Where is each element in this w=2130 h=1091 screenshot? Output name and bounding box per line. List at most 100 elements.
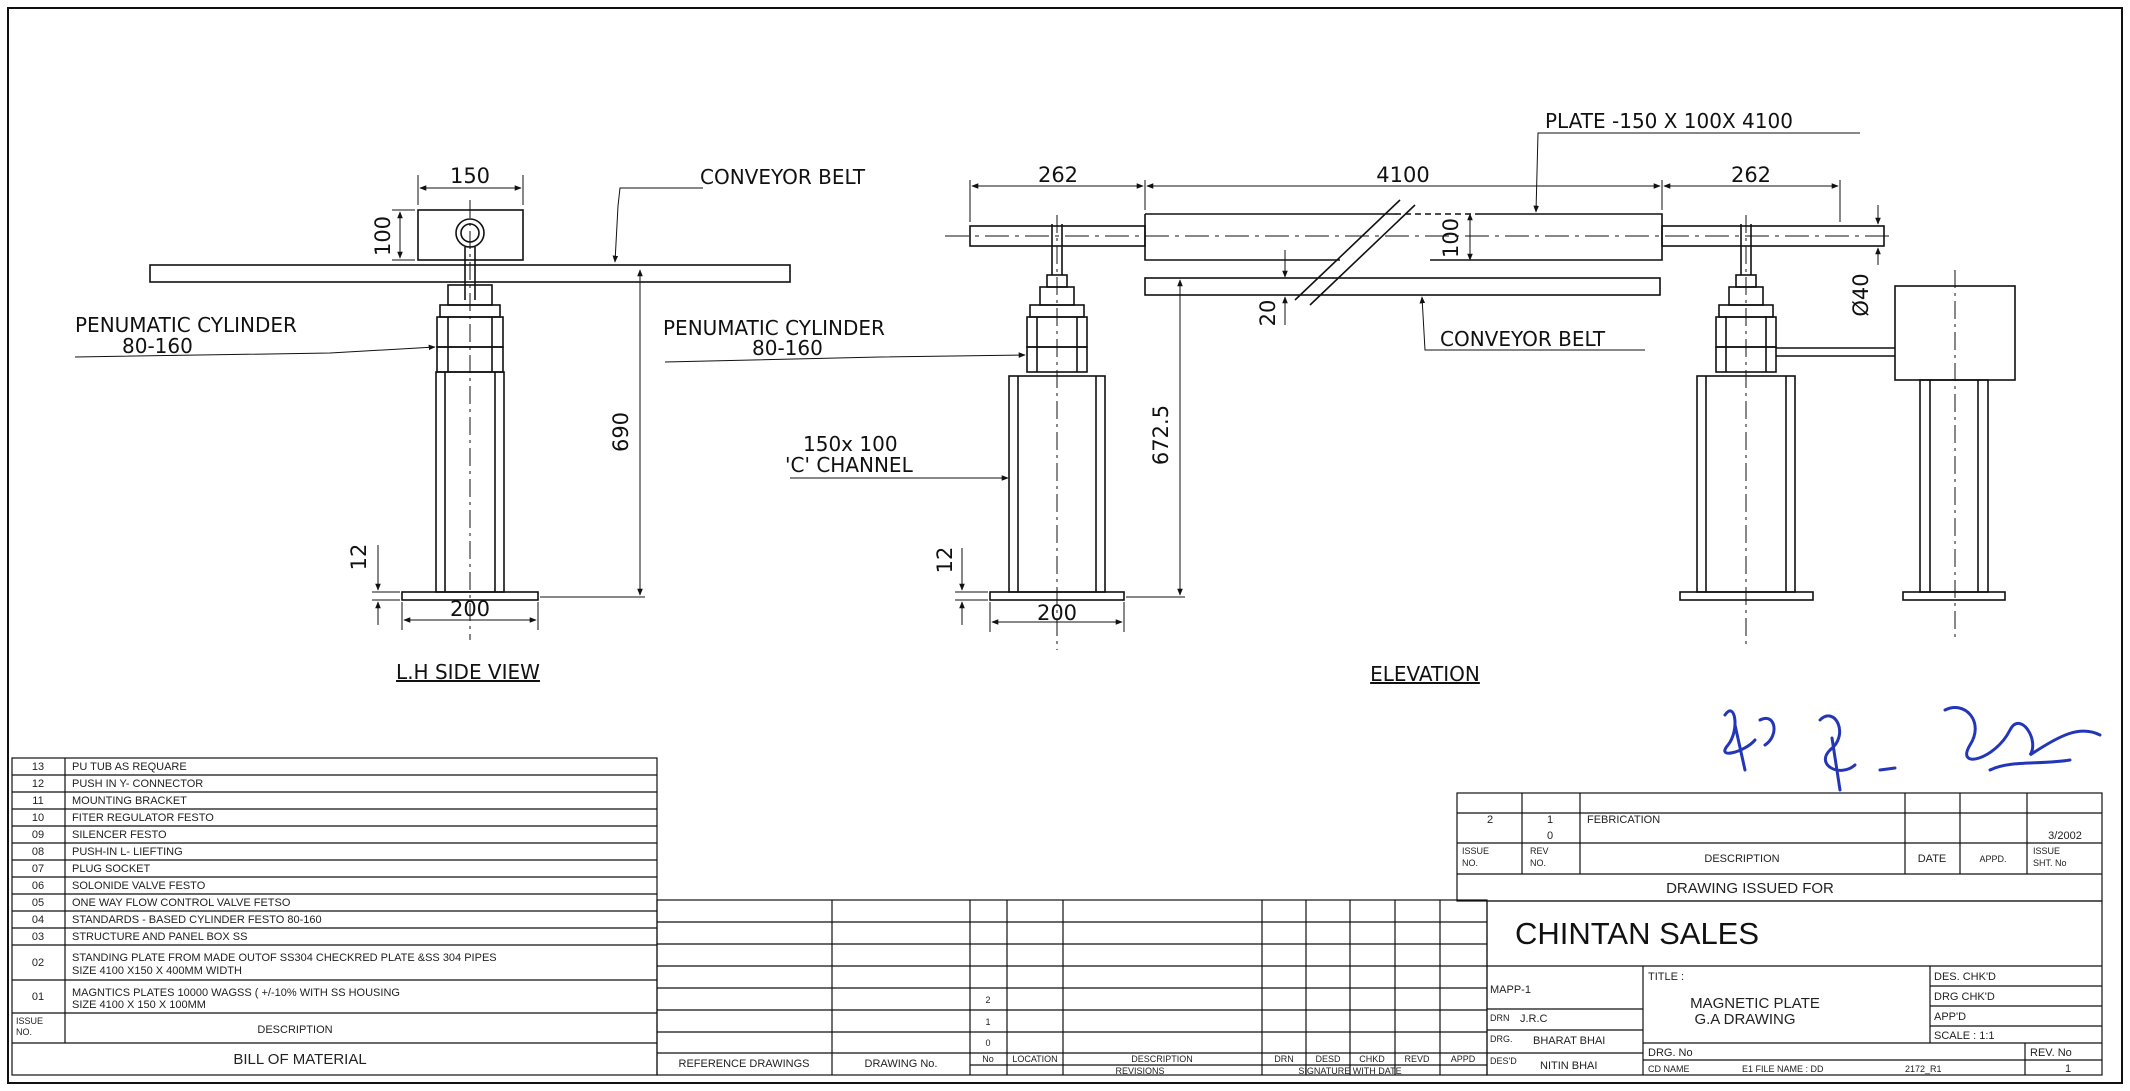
bom-head-no: ISSUE <box>16 1016 43 1026</box>
dim-672-5: 672.5 <box>1149 405 1173 465</box>
issue-description-value: FEBRICATION <box>1587 814 1660 826</box>
file-code: 2172_R1 <box>1905 1064 1942 1074</box>
bom-row-desc: SIZE 4100 X150 X 400MM WIDTH <box>72 965 242 977</box>
drn-value: J.R.C <box>1520 1013 1548 1025</box>
company-name: CHINTAN SALES <box>1515 916 1759 951</box>
scale-label: SCALE : 1:1 <box>1934 1030 1995 1042</box>
drawing-no-header: DRAWING No. <box>865 1058 938 1070</box>
project-code: MAPP-1 <box>1490 984 1531 996</box>
dim-262-right: 262 <box>1731 163 1771 187</box>
signature <box>1723 706 2102 792</box>
sht-header: SHT. No <box>2033 858 2067 868</box>
bom-row-no: 06 <box>32 880 44 892</box>
ref-drawings-header: REFERENCE DRAWINGS <box>679 1058 810 1070</box>
dim-12-elev: 12 <box>933 547 957 574</box>
rev-row-num: 2 <box>985 995 990 1005</box>
drg-value: BHARAT BHAI <box>1533 1035 1605 1047</box>
plate-label: PLATE -150 X 100X 4100 <box>1545 109 1793 133</box>
bom-row-desc: PUSH-IN L- LIEFTING <box>72 846 183 858</box>
conveyor-belt-label-side: CONVEYOR BELT <box>700 165 866 189</box>
rev-col-revd: REVD <box>1404 1054 1430 1064</box>
title-label: TITLE : <box>1648 971 1684 983</box>
bom-row-desc: MOUNTING BRACKET <box>72 795 187 807</box>
bom-footer: BILL OF MATERIAL <box>233 1051 366 1068</box>
rev-no-value-tb: 1 <box>2065 1063 2071 1075</box>
bom-row-desc: SOLONIDE VALVE FESTO <box>72 880 206 892</box>
dim-100-side: 100 <box>371 216 395 256</box>
rev-col-no: No <box>982 1054 994 1064</box>
elevation-view <box>664 132 2016 650</box>
bom-row-no: 13 <box>32 761 44 773</box>
bom-row-no: 02 <box>32 957 44 969</box>
rev-no-value: 1 <box>1547 814 1553 826</box>
dim-100-elev: 100 <box>1439 218 1463 258</box>
drg-chkd-label: DRG CHK'D <box>1934 991 1995 1003</box>
rev-no-label: REV. No <box>2030 1047 2072 1059</box>
issue-header: ISSUE <box>1462 846 1489 856</box>
revisions-table <box>656 899 1488 1076</box>
pneumatic-cylinder-label-side: PENUMATIC CYLINDER <box>75 313 297 337</box>
bom-row-desc: SIZE 4100 X 150 X 100MM <box>72 999 206 1011</box>
pneumatic-cylinder-size-elev: 80-160 <box>752 336 823 360</box>
bom-row-desc: SILENCER FESTO <box>72 829 167 841</box>
rev-no-value-2: 0 <box>1547 830 1553 842</box>
drn-label: DRN <box>1490 1013 1510 1023</box>
drawing-title-1: MAGNETIC PLATE <box>1690 995 1820 1012</box>
rev-row-num: 0 <box>985 1038 990 1048</box>
dim-200-elev: 200 <box>1037 601 1077 625</box>
bom-row-no: 11 <box>32 795 43 807</box>
rev-col-desd: DESD <box>1315 1054 1341 1064</box>
bom-row-no: 12 <box>32 778 44 790</box>
dim-150: 150 <box>450 164 490 188</box>
bom-row-no: 09 <box>32 829 44 841</box>
bom-rows: 13 PU TUB AS REQUARE 12 PUSH IN Y- CONNE… <box>16 761 497 1068</box>
channel-label-2: 'C' CHANNEL <box>785 453 914 477</box>
drg-label: DRG. <box>1490 1034 1513 1044</box>
title-block <box>1486 900 2103 1076</box>
bom-head-no: NO. <box>16 1027 32 1037</box>
revisions-text: 2 1 0 REFERENCE DRAWINGS DRAWING No. No … <box>679 995 1476 1076</box>
appd-header: APPD. <box>1979 854 2006 864</box>
cd-name-label: CD NAME <box>1648 1064 1690 1074</box>
title-block-text: CHINTAN SALES MAPP-1 TITLE : MAGNETIC PL… <box>1490 916 2072 1075</box>
rev-header: REV <box>1530 846 1549 856</box>
bom-row-desc: PLUG SOCKET <box>72 863 151 875</box>
issue-block-text: 2 1 0 FEBRICATION 3/2002 ISSUE NO. REV N… <box>1462 814 2082 897</box>
bom-row-desc: FITER REGULATOR FESTO <box>72 812 214 824</box>
bom-row-no: 03 <box>32 931 44 943</box>
date-header: DATE <box>1918 853 1947 865</box>
sheet-border <box>7 7 2123 1084</box>
issue-date-value: 3/2002 <box>2048 830 2082 842</box>
rev-col-chkd: CHKD <box>1359 1054 1385 1064</box>
desd-value: NITIN BHAI <box>1540 1060 1597 1072</box>
desd-label: DES'D <box>1490 1056 1517 1066</box>
bom-row-no: 04 <box>32 914 44 926</box>
elevation-title: ELEVATION <box>1370 662 1480 686</box>
side-view-title: L.H SIDE VIEW <box>396 660 540 684</box>
description-header: DESCRIPTION <box>1704 853 1779 865</box>
bom-row-desc: STANDING PLATE FROM MADE OUTOF SS304 CHE… <box>72 952 497 964</box>
issue-no-value: 2 <box>1487 814 1493 826</box>
bom-head-desc: DESCRIPTION <box>257 1024 332 1036</box>
dim-4100: 4100 <box>1376 163 1429 187</box>
issue-header: NO. <box>1462 858 1478 868</box>
rev-row-num: 1 <box>985 1017 990 1027</box>
rev-col-drn: DRN <box>1274 1054 1294 1064</box>
dim-200-side: 200 <box>450 597 490 621</box>
conveyor-belt-label-elev: CONVEYOR BELT <box>1440 327 1606 351</box>
rev-header: NO. <box>1530 858 1546 868</box>
bom-row-desc: ONE WAY FLOW CONTROL VALVE FETSO <box>72 897 291 909</box>
bom-row-no: 05 <box>32 897 44 909</box>
channel-label-1: 150x 100 <box>803 432 898 456</box>
bom-row-no: 08 <box>32 846 44 858</box>
drg-no-label: DRG. No <box>1648 1047 1693 1059</box>
bom-row-desc: STRUCTURE AND PANEL BOX SS <box>72 931 247 943</box>
drawing-title-2: G.A DRAWING <box>1694 1011 1795 1028</box>
rev-col-appd: APPD <box>1451 1054 1476 1064</box>
rev-col-description: DESCRIPTION <box>1131 1054 1193 1064</box>
file-name-label: E1 FILE NAME : DD <box>1742 1064 1824 1074</box>
side-view <box>74 175 791 640</box>
dim-690: 690 <box>609 412 633 452</box>
